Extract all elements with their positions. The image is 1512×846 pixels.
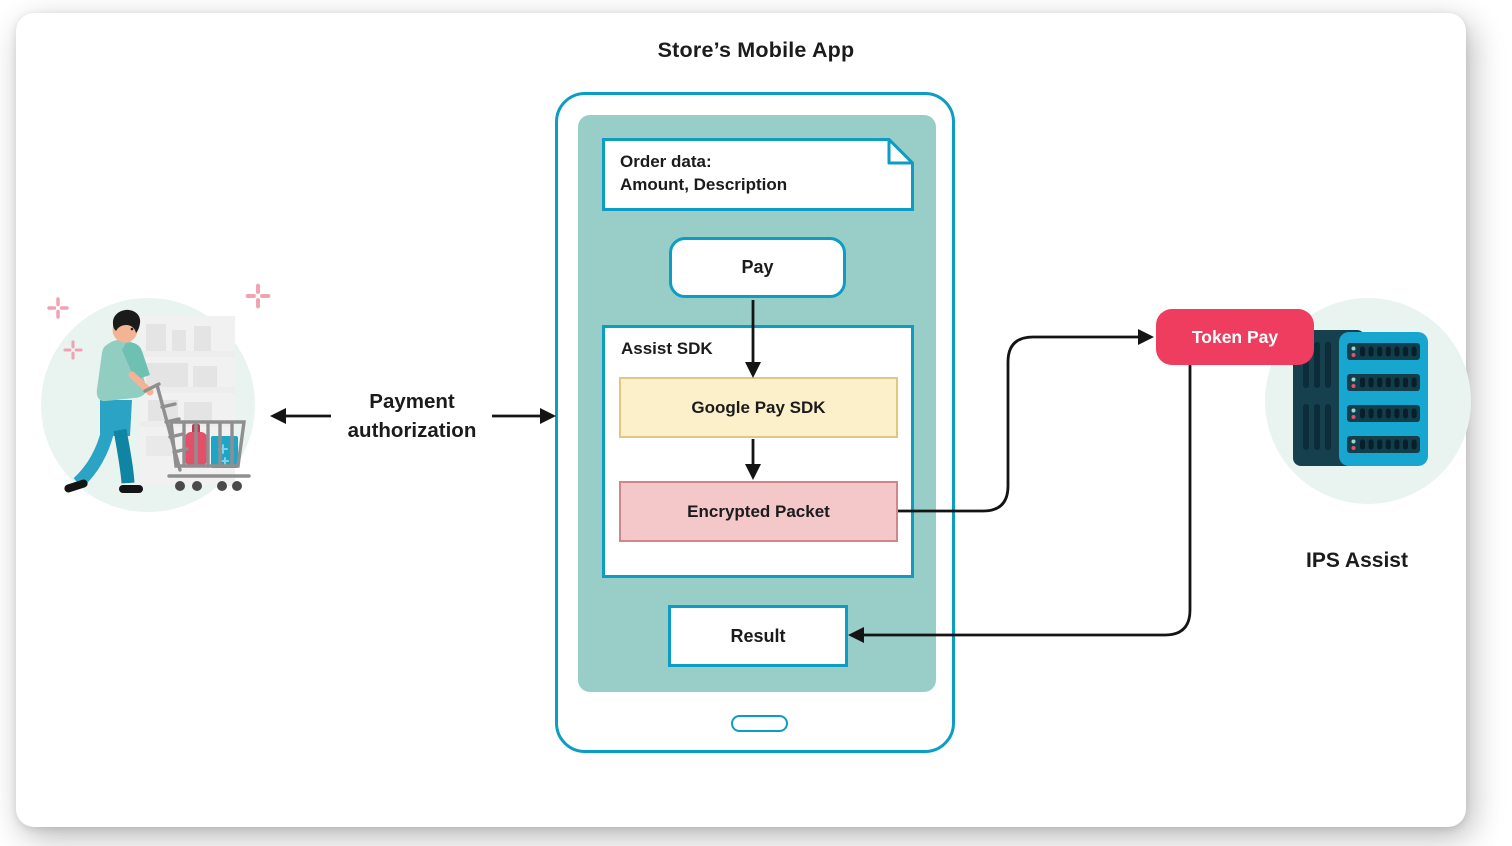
encrypted-packet-box: Encrypted Packet <box>619 481 898 542</box>
payment-authorization-label: Payment authorization <box>322 387 502 445</box>
order-data-line2: Amount, Description <box>620 175 788 194</box>
folded-corner-icon <box>887 138 914 165</box>
server-illustration <box>1265 298 1471 504</box>
shopper-illustration <box>41 283 271 512</box>
google-pay-sdk-box: Google Pay SDK <box>619 377 898 438</box>
assist-sdk-title: Assist SDK <box>621 339 713 358</box>
pay-button: Pay <box>669 237 846 298</box>
server-blade-rows <box>1347 343 1420 453</box>
diagram-title: Store’s Mobile App <box>657 38 855 62</box>
order-data-line1: Order data: <box>620 152 712 171</box>
payment-authorization-line2: authorization <box>347 419 477 442</box>
order-data-text: Order data: Amount, Description <box>620 150 900 196</box>
token-pay-badge: Token Pay <box>1156 309 1314 365</box>
customer <box>64 309 154 493</box>
order-data-document <box>602 138 914 211</box>
shopping-cart <box>143 382 251 491</box>
home-button <box>731 715 788 732</box>
ips-assist-label: IPS Assist <box>1306 549 1408 572</box>
sparkle-icon <box>47 283 271 360</box>
payment-authorization-line1: Payment <box>369 390 455 413</box>
server-rack <box>1293 330 1428 466</box>
result-box: Result <box>668 605 848 667</box>
